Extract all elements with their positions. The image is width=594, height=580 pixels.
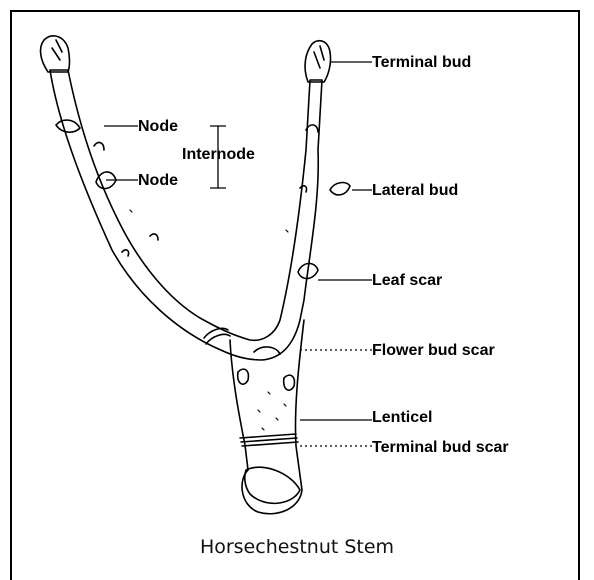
lateral-bud (330, 183, 350, 195)
label-flower-bud-scar: Flower bud scar (372, 342, 495, 359)
label-node-lower: Node (138, 172, 178, 189)
label-terminal-bud: Terminal bud (372, 54, 471, 71)
label-node-upper: Node (138, 118, 178, 135)
terminal-bud-scar-rings (240, 434, 298, 446)
left-branch (50, 70, 322, 360)
label-internode: Internode (182, 146, 255, 163)
label-leaf-scar: Leaf scar (372, 272, 442, 289)
figure-caption: Horsechestnut Stem (0, 536, 594, 558)
left-node-upper (56, 120, 80, 132)
label-terminal-bud-scar: Terminal bud scar (372, 439, 509, 456)
trunk (230, 320, 304, 514)
label-lateral-bud: Lateral bud (372, 182, 458, 199)
cut-end (245, 467, 300, 503)
label-lenticel: Lenticel (372, 409, 432, 426)
